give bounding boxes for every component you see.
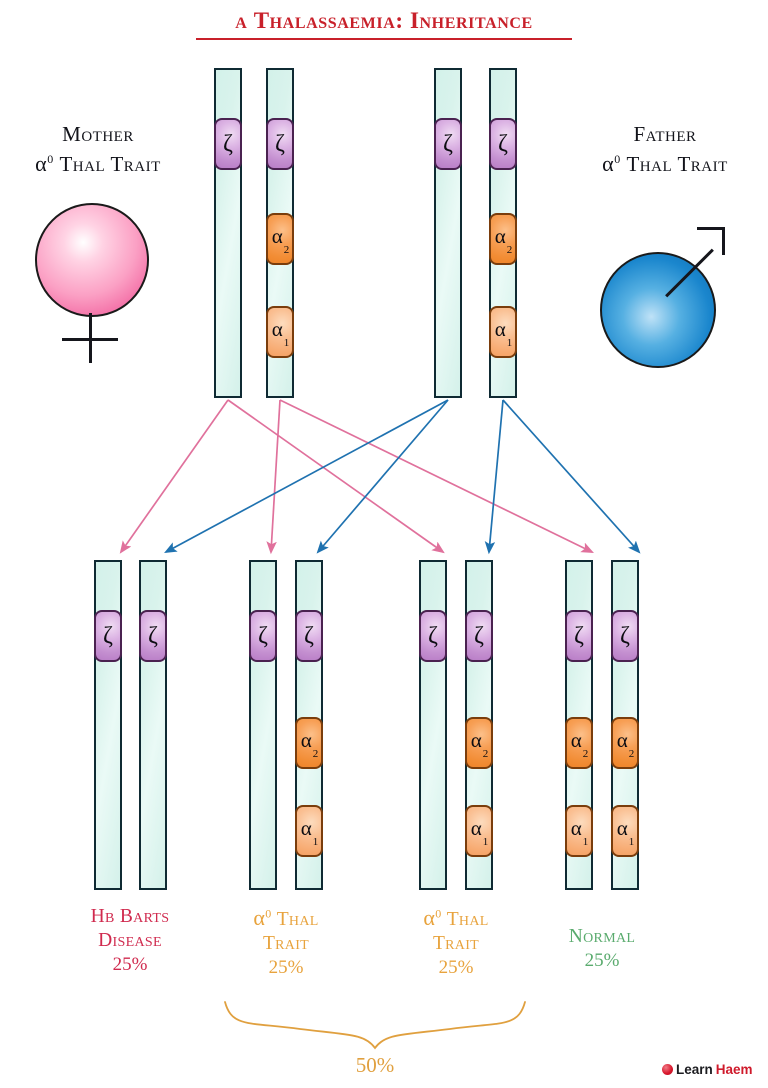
gene-zeta[interactable]: ζ	[611, 610, 639, 662]
gene-zeta[interactable]: ζ	[266, 118, 294, 170]
gene-alpha2-label: α2	[470, 728, 489, 760]
gene-alpha2-label: α2	[570, 728, 589, 760]
gene-alpha1[interactable]: α1	[565, 805, 593, 857]
offspring-3-name-line2: Trait	[432, 932, 480, 954]
paternal-arrows	[164, 399, 641, 555]
gene-zeta-label: ζ	[258, 623, 268, 649]
gene-alpha1-label: α1	[271, 317, 290, 349]
gene-alpha2[interactable]: α2	[611, 717, 639, 769]
gene-zeta[interactable]: ζ	[419, 610, 447, 662]
gene-zeta-label: ζ	[428, 623, 438, 649]
gene-alpha2-label: α2	[616, 728, 635, 760]
gene-alpha1[interactable]: α1	[465, 805, 493, 857]
gene-zeta[interactable]: ζ	[465, 610, 493, 662]
mother-label: Mother α0 Thal Trait	[0, 120, 196, 179]
offspring-3-percent: 25%	[438, 956, 474, 978]
offspring-1-label: Hb Barts Disease 25%	[60, 905, 200, 976]
gene-alpha1[interactable]: α1	[489, 306, 517, 358]
offspring-4-percent: 25%	[584, 949, 620, 971]
offspring-4-name-line1: Normal	[568, 926, 636, 947]
offspring-4-chromosome-1[interactable]: ζ α2 α1	[565, 560, 593, 890]
logo-dot-icon	[662, 1064, 673, 1075]
offspring-2-name-line1: α0 Thal	[253, 905, 319, 930]
offspring-3-chromosome-2[interactable]: ζ α2 α1	[465, 560, 493, 890]
gene-alpha2[interactable]: α2	[489, 213, 517, 265]
offspring-2-label: α0 Thal Trait 25%	[216, 905, 356, 979]
mother-genotype: α0 Thal Trait	[35, 150, 161, 176]
gene-zeta[interactable]: ζ	[139, 610, 167, 662]
offspring-2-chromosome-2[interactable]: ζ α2 α1	[295, 560, 323, 890]
maternal-arrows	[119, 399, 594, 555]
offspring-1-name-line2: Disease	[98, 929, 162, 951]
gene-alpha1-label: α1	[616, 816, 635, 848]
gene-zeta-label: ζ	[148, 623, 158, 649]
mother-chromosome-2[interactable]: ζ α2 α1	[266, 68, 294, 398]
gene-alpha1-label: α1	[570, 816, 589, 848]
gene-zeta-label: ζ	[443, 131, 453, 157]
mother-chromosome-1[interactable]: ζ	[214, 68, 242, 398]
gene-zeta[interactable]: ζ	[434, 118, 462, 170]
offspring-1-chromosome-1[interactable]: ζ	[94, 560, 122, 890]
gene-zeta-label: ζ	[275, 131, 285, 157]
logo-text-learn: Learn	[676, 1062, 713, 1077]
offspring-1-chromosome-2[interactable]: ζ	[139, 560, 167, 890]
male-circle-icon	[600, 252, 716, 368]
offspring-2-name-line2: Trait	[262, 932, 310, 954]
gene-alpha2[interactable]: α2	[465, 717, 493, 769]
father-label: Father α0 Thal Trait	[562, 120, 768, 179]
gene-alpha2[interactable]: α2	[266, 213, 294, 265]
father-chromosome-2[interactable]: ζ α2 α1	[489, 68, 517, 398]
father-genotype: α0 Thal Trait	[602, 150, 728, 176]
gene-alpha1-label: α1	[470, 816, 489, 848]
gene-zeta-label: ζ	[304, 623, 314, 649]
gene-zeta-label: ζ	[474, 623, 484, 649]
gene-zeta[interactable]: ζ	[214, 118, 242, 170]
gene-alpha2-label: α2	[271, 224, 290, 256]
offspring-2-chromosome-1[interactable]: ζ	[249, 560, 277, 890]
gene-zeta-label: ζ	[620, 623, 630, 649]
logo-text-haem: Haem	[715, 1062, 753, 1077]
gene-alpha1[interactable]: α1	[295, 805, 323, 857]
offspring-3-label: α0 Thal Trait 25%	[386, 905, 526, 979]
offspring-3-chromosome-1[interactable]: ζ	[419, 560, 447, 890]
offspring-3-name-line1: α0 Thal	[423, 905, 489, 930]
gene-alpha1-label: α1	[300, 816, 319, 848]
gene-alpha1-label: α1	[494, 317, 513, 349]
offspring-4-chromosome-2[interactable]: ζ α2 α1	[611, 560, 639, 890]
female-circle-icon	[35, 203, 149, 317]
gene-alpha1[interactable]: α1	[611, 805, 639, 857]
gene-alpha2-label: α2	[494, 224, 513, 256]
offspring-2-percent: 25%	[268, 956, 304, 978]
brace-percent-label: 50%	[355, 1053, 395, 1077]
mars-arrow-head-horizontal	[697, 227, 725, 230]
father-chromosome-1[interactable]: ζ	[434, 68, 462, 398]
mars-arrow-head-vertical	[722, 227, 725, 255]
gene-zeta-label: ζ	[574, 623, 584, 649]
gene-zeta[interactable]: ζ	[94, 610, 122, 662]
title-underline	[196, 38, 572, 40]
brace-50-percent	[224, 1001, 526, 1050]
gene-zeta[interactable]: ζ	[249, 610, 277, 662]
gene-zeta[interactable]: ζ	[295, 610, 323, 662]
offspring-4-label: Normal 25%	[532, 925, 672, 972]
offspring-1-name-line1: Hb Barts	[90, 906, 170, 927]
gene-zeta-label: ζ	[498, 131, 508, 157]
gene-zeta-label: ζ	[103, 623, 113, 649]
gene-alpha2-label: α2	[300, 728, 319, 760]
gene-alpha1[interactable]: α1	[266, 306, 294, 358]
gene-alpha2[interactable]: α2	[565, 717, 593, 769]
offspring-1-percent: 25%	[112, 953, 148, 975]
father-role: Father	[633, 122, 697, 146]
gene-alpha2[interactable]: α2	[295, 717, 323, 769]
page-title: α Thalassaemia: Inheritance	[235, 8, 533, 33]
venus-crossbar	[62, 338, 118, 341]
gene-zeta-label: ζ	[223, 131, 233, 157]
gene-zeta[interactable]: ζ	[565, 610, 593, 662]
gene-zeta[interactable]: ζ	[489, 118, 517, 170]
mother-role: Mother	[62, 122, 134, 146]
